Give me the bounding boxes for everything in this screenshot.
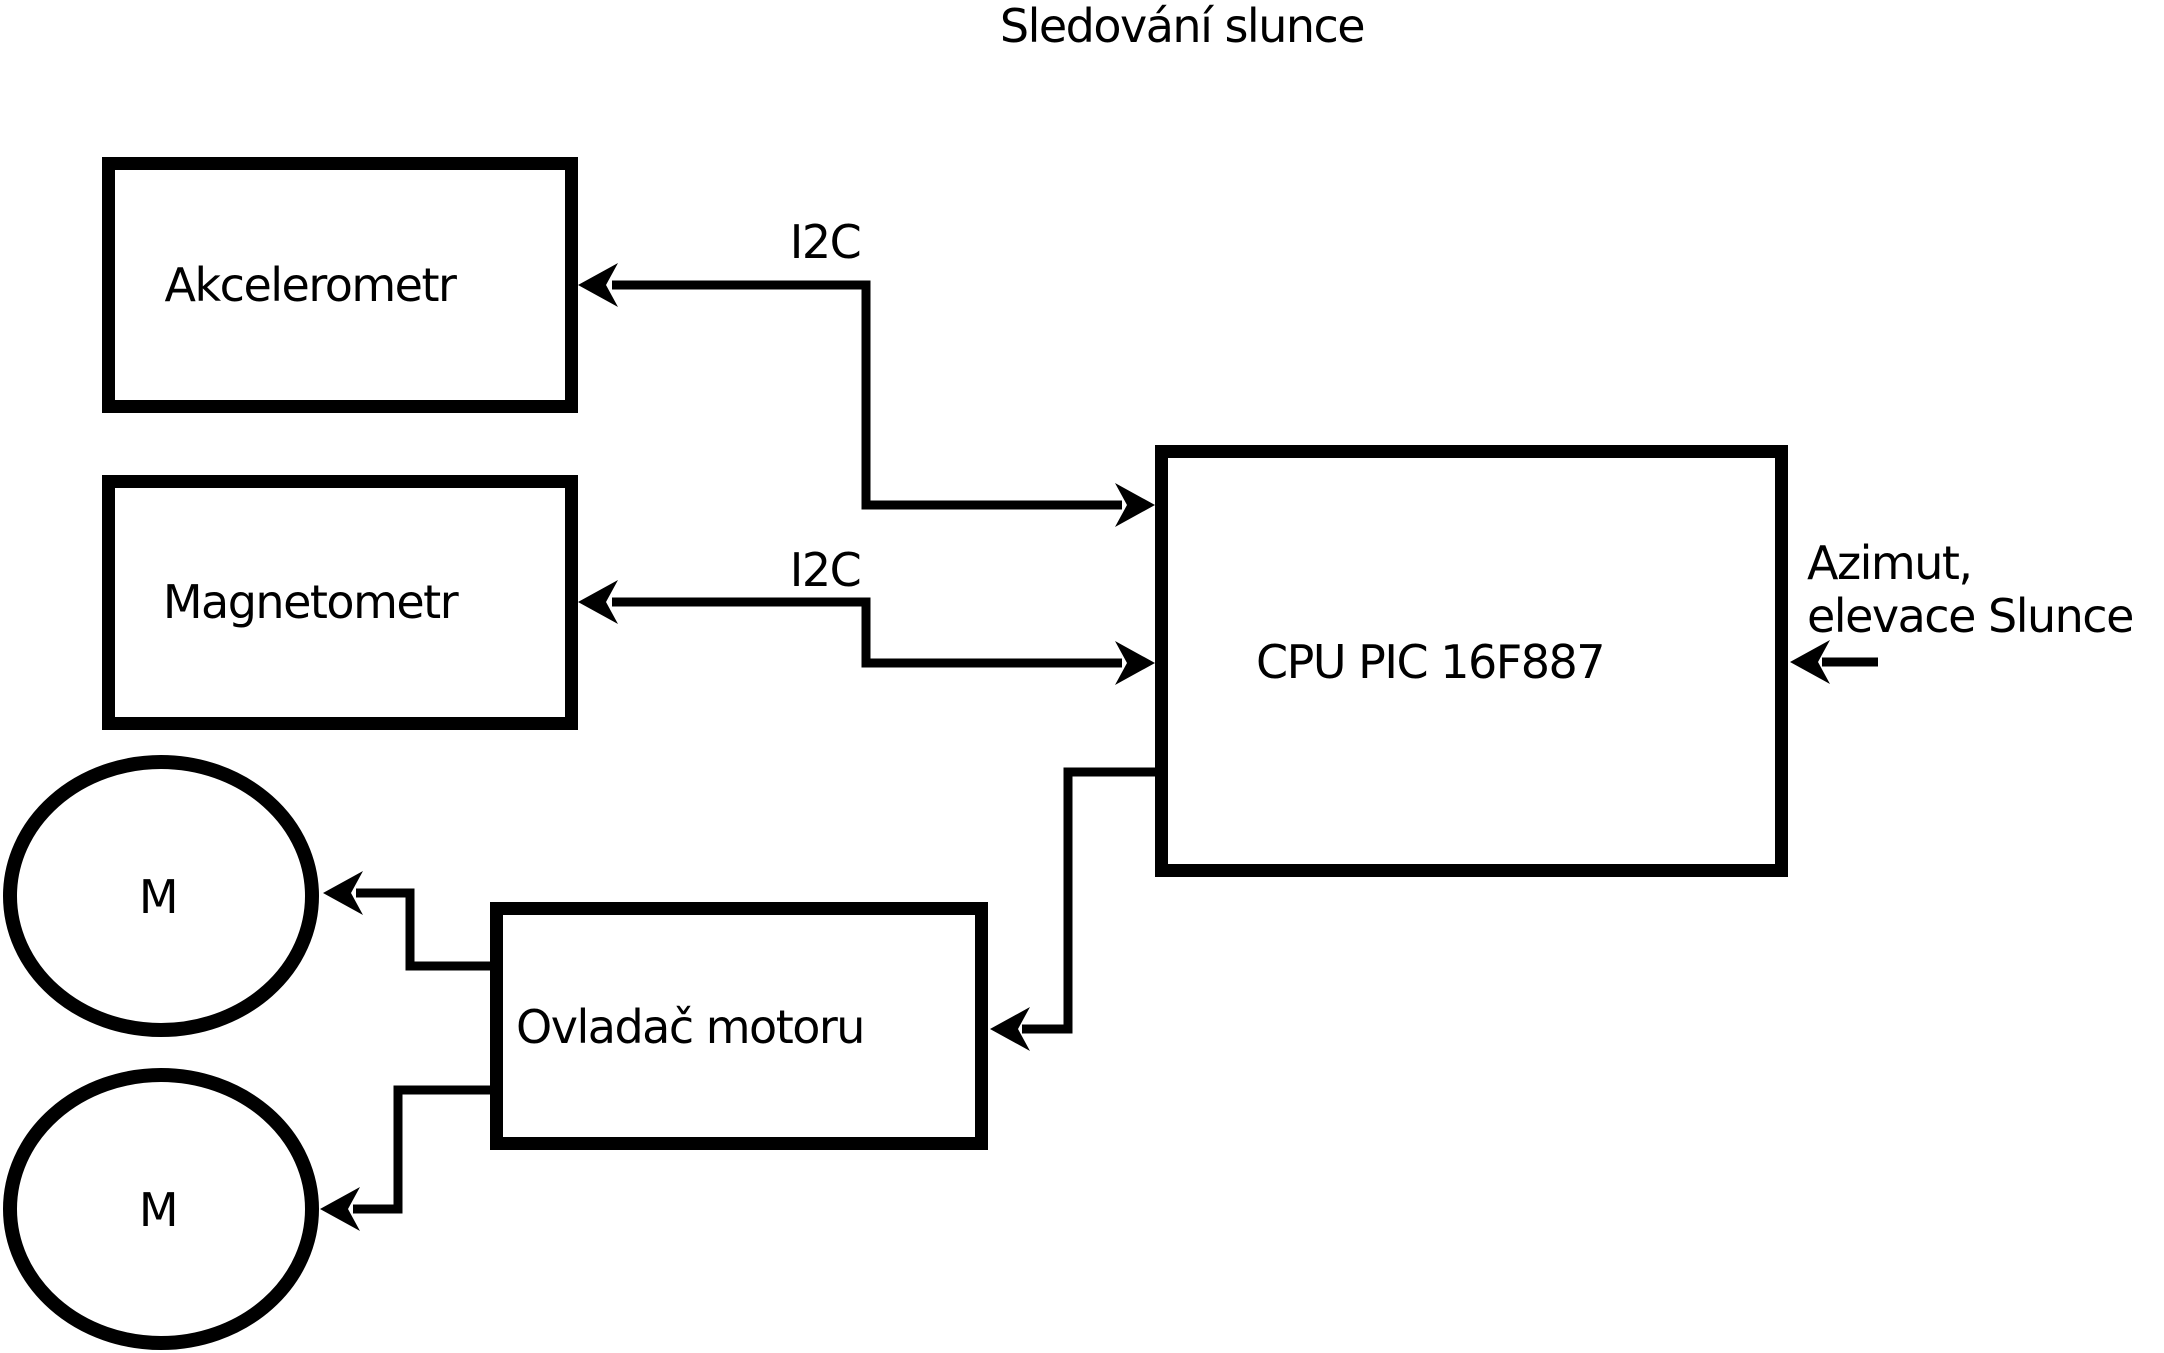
i2c-bottom-label: I2C bbox=[790, 543, 860, 597]
magnetometer-box bbox=[102, 475, 578, 730]
azimuth-label-line1: Azimut, bbox=[1807, 536, 1972, 590]
i2c-top-label: I2C bbox=[790, 215, 860, 269]
motor-driver-label: Ovladač motoru bbox=[516, 1000, 864, 1054]
diagram-title: Sledování slunce bbox=[1000, 0, 1364, 53]
motor-bottom-circle bbox=[3, 1068, 319, 1350]
cpu-to-motor-driver-line bbox=[1022, 767, 1160, 1034]
motor-driver-box bbox=[490, 902, 988, 1150]
i2c-bus-accelerometer-line bbox=[612, 280, 1122, 510]
accelerometer-box bbox=[102, 157, 578, 413]
arrowhead-into-motor-top-icon bbox=[323, 871, 363, 915]
driver-to-motor-top-line bbox=[356, 888, 490, 971]
arrowhead-into-cpu-top-icon bbox=[1115, 483, 1155, 527]
driver-to-motor-bottom-line bbox=[353, 1085, 490, 1214]
cpu-label: CPU PIC 16F887 bbox=[1256, 635, 1604, 689]
arrowhead-into-cpu-right-icon bbox=[1790, 640, 1830, 684]
arrowhead-into-cpu-mid-icon bbox=[1115, 641, 1155, 685]
i2c-bus-magnetometer-line bbox=[612, 597, 1122, 668]
cpu-box bbox=[1155, 445, 1788, 877]
motor-top-circle bbox=[3, 755, 319, 1037]
azimuth-label-line2: elevace Slunce bbox=[1807, 589, 2133, 643]
motor-bottom-label: M bbox=[139, 1183, 177, 1237]
arrowhead-into-motor-driver-icon bbox=[990, 1007, 1030, 1051]
arrowhead-into-motor-bottom-icon bbox=[320, 1187, 360, 1231]
magnetometer-label: Magnetometr bbox=[163, 575, 459, 629]
arrowhead-into-magnetometer-icon bbox=[578, 580, 618, 624]
arrowhead-into-accelerometer-icon bbox=[578, 263, 618, 307]
accelerometer-label: Akcelerometr bbox=[165, 258, 457, 312]
motor-top-label: M bbox=[139, 870, 177, 924]
